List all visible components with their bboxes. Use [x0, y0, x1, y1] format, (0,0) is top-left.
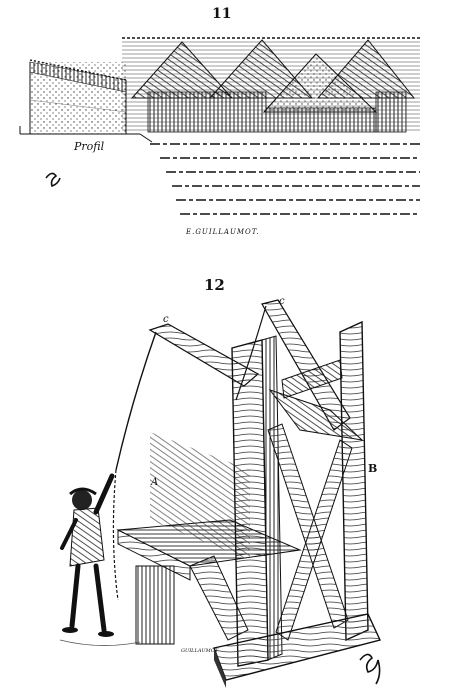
- monogram-icon: [45, 172, 61, 188]
- figure-12-label-a: A: [151, 477, 159, 488]
- figure-11-number: 11: [212, 6, 232, 22]
- fig11-ground-lines: [150, 143, 420, 215]
- fig11-profile-drawing: [19, 59, 153, 143]
- figure-11-signature: E.GUILLAUMOT.: [186, 228, 260, 236]
- figure-12-label-c-right: c: [279, 296, 285, 307]
- fig12-machine-drawing: [112, 299, 381, 688]
- figure-12-label-b: B: [368, 462, 378, 475]
- figure-11-profile-label: Profil: [74, 140, 105, 153]
- figure-12-engraver-mark: GUILLAUMOT: [181, 648, 219, 654]
- worker-figure: [59, 473, 141, 646]
- figure-12-label-c-left: c: [163, 314, 169, 325]
- fig11-mounds-drawing: [122, 37, 420, 133]
- figure-12-number: 12: [204, 276, 225, 294]
- monogram-icon-bottom: [359, 653, 381, 685]
